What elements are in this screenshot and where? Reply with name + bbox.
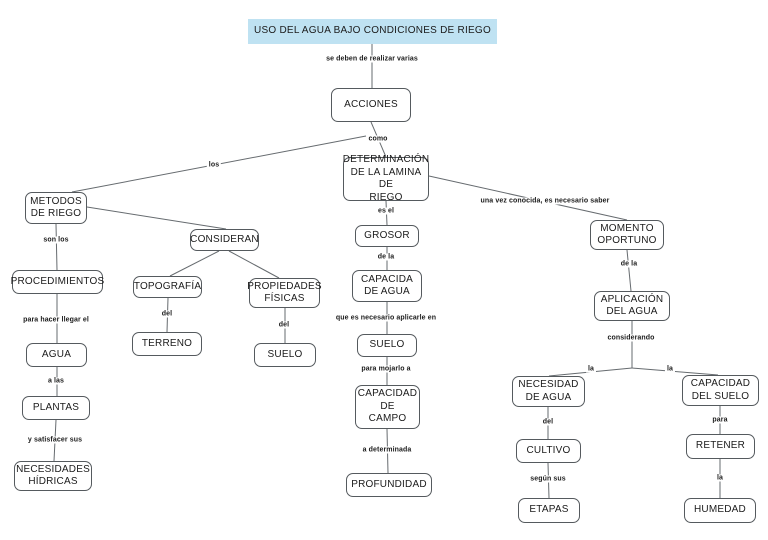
edge-label-n3-n14: es el <box>375 207 397 215</box>
concept-node-n15[interactable]: CAPACIDA DE AGUA <box>352 270 422 302</box>
concept-node-n6[interactable]: CONSIDERAN <box>190 229 259 251</box>
edge-label-n21-n23: para <box>710 416 730 424</box>
concept-node-n4[interactable]: MOMENTO OPORTUNO <box>590 220 664 250</box>
edge-label-n11-n12: a las <box>45 377 67 385</box>
edge-n6-n7 <box>169 250 220 277</box>
edge-label-n22-n24: según sus <box>528 475 568 483</box>
concept-node-n16[interactable]: SUELO <box>357 334 417 357</box>
edge-label-n17-n18: a determinada <box>360 446 414 454</box>
edge-label-n12-n13: y satisfacer sus <box>25 436 85 444</box>
concept-node-n1[interactable]: ACCIONES <box>331 88 411 122</box>
concept-node-n20[interactable]: NECESIDAD DE AGUA <box>512 376 585 407</box>
edge-label-n20-n22: del <box>540 418 556 426</box>
concept-node-n10[interactable]: SUELO <box>254 343 316 367</box>
edge-label-n1-n3: como <box>366 135 390 143</box>
edge-label-n3-n4: una vez conocida, es necesario saber <box>478 197 612 205</box>
edge-label-n5-n11: para hacer llegar el <box>21 316 91 324</box>
concept-node-n23[interactable]: RETENER <box>686 434 755 459</box>
edge-n2-n6 <box>86 206 227 230</box>
concept-node-n24[interactable]: ETAPAS <box>518 498 580 523</box>
concept-node-n12[interactable]: PLANTAS <box>22 396 90 420</box>
edge-label-n4-n19: de la <box>618 260 640 268</box>
concept-node-n25[interactable]: HUMEDAD <box>684 498 756 523</box>
edge-label-n1-n2: los <box>206 161 222 169</box>
edge-label-n7-n9: del <box>159 310 175 318</box>
edge-label-n0-n1: se deben de realizar varias <box>324 55 420 63</box>
edge-label-n19-n20: la <box>585 365 597 373</box>
edge-label-n23-n25: la <box>714 474 726 482</box>
edge-label-n8-n10: del <box>276 321 292 329</box>
edge-n4-n19 <box>626 249 632 292</box>
concept-node-n7[interactable]: TOPOGRAFÍA <box>133 276 202 298</box>
concept-node-n11[interactable]: AGUA <box>26 343 87 367</box>
edge-n2-n5 <box>55 223 58 271</box>
concept-node-n13[interactable]: NECESIDADES HÍDRICAS <box>14 461 92 491</box>
concept-node-n2[interactable]: METODOS DE RIEGO <box>25 192 87 224</box>
edge-label-n19-n21: la <box>664 365 676 373</box>
concept-node-n9[interactable]: TERRENO <box>132 332 202 356</box>
concept-node-n8[interactable]: PROPIEDADES FÍSICAS <box>247 278 322 308</box>
concept-node-n22[interactable]: CULTIVO <box>516 439 581 463</box>
concept-node-n17[interactable]: CAPACIDAD DE CAMPO <box>355 385 420 429</box>
concept-node-n3[interactable]: DETERMINACIÓN DE LA LAMINA DE RIEGO <box>342 154 430 203</box>
edge-n6-n8 <box>228 250 280 279</box>
edge-label-n15-n16: que es necesario aplicarle en <box>333 314 439 322</box>
concept-node-n14[interactable]: GROSOR <box>355 225 419 247</box>
concept-node-n19[interactable]: APLICACIÓN DEL AGUA <box>594 291 670 321</box>
concept-node-n5[interactable]: PROCEDIMIENTOS <box>11 270 104 294</box>
edge-label-n16-n17: para mojarlo a <box>359 365 413 373</box>
concept-title-node[interactable]: USO DEL AGUA BAJO CONDICIONES DE RIEGO <box>248 19 497 44</box>
edge-label-n2-n5: son los <box>41 236 71 244</box>
concept-node-n21[interactable]: CAPACIDAD DEL SUELO <box>682 375 759 406</box>
edge-label-n19-n20: considerando <box>605 334 657 342</box>
concept-node-n18[interactable]: PROFUNDIDAD <box>346 473 432 497</box>
edge-label-n14-n15: de la <box>375 253 397 261</box>
